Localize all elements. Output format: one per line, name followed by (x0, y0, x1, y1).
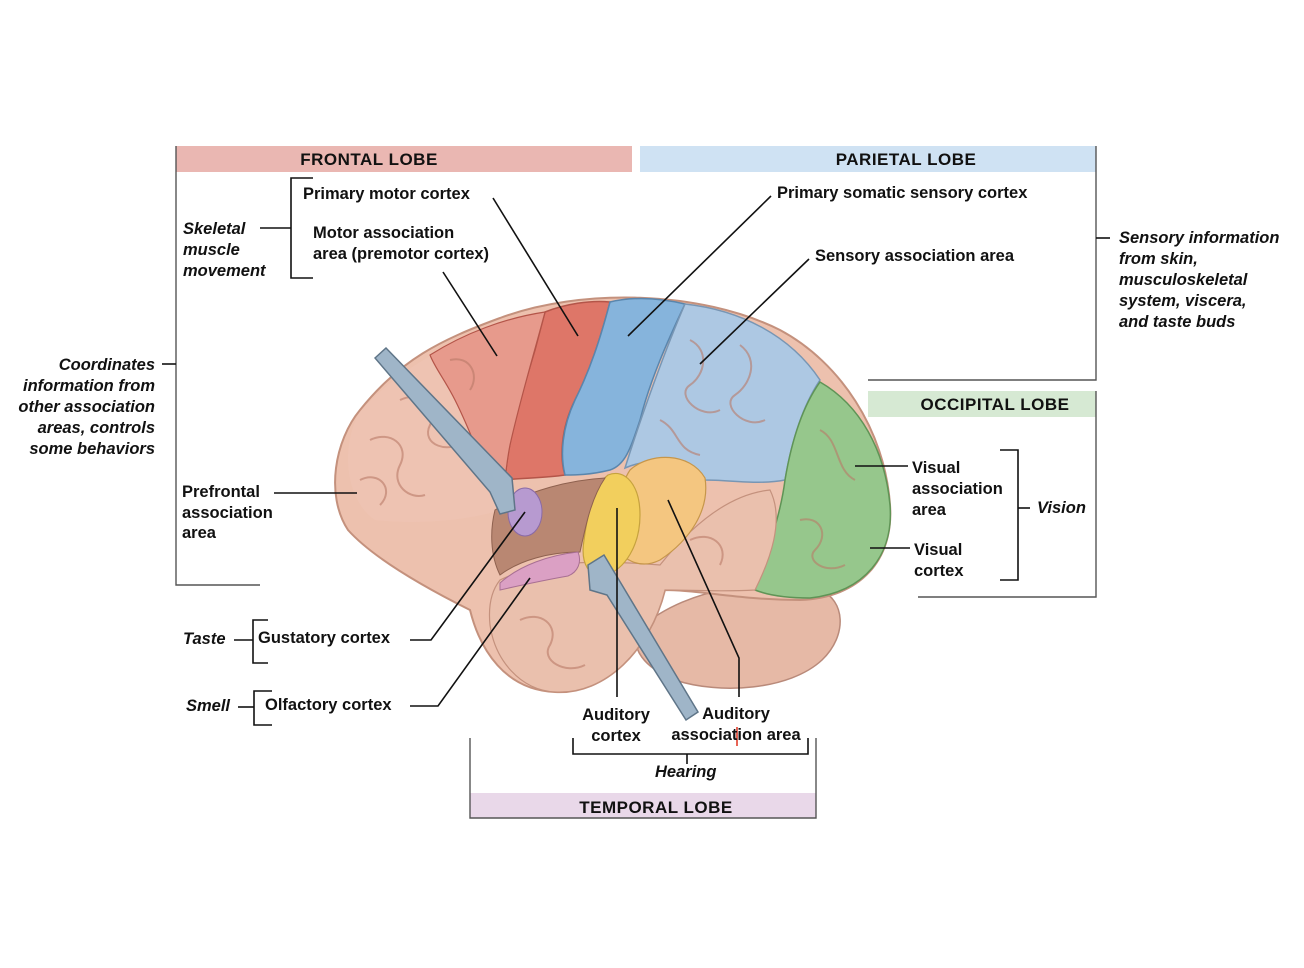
label-primary-motor-cortex: Primary motor cortex (303, 185, 470, 203)
parietal-lobe-title: PARIETAL LOBE (835, 150, 977, 169)
label-sensory-information: Sensory information from skin, musculosk… (1119, 229, 1280, 331)
label-sensory-association-area: Sensory association area (815, 247, 1015, 265)
sensory-association-region (623, 303, 821, 483)
leader-primary-motor (492, 197, 579, 337)
frontal-lobe-frame (175, 146, 260, 586)
leader-sensory-association (699, 258, 810, 365)
taste-bracket (252, 619, 268, 664)
label-skeletal-muscle-movement: Skeletal muscle movement (183, 220, 266, 280)
parietal-lobe-bar (640, 146, 1096, 172)
label-olfactory-cortex: Olfactory cortex (265, 696, 392, 714)
frontal-lobe-title: FRONTAL LOBE (300, 150, 438, 169)
temporal-lobe-bar (470, 793, 816, 818)
parietal-lobe-frame (868, 146, 1097, 381)
label-auditory-cortex: Auditory cortex (582, 706, 650, 745)
label-motor-association-area: Motor association area (premotor cortex) (313, 224, 490, 263)
probe-instrument-upper (373, 346, 516, 515)
label-visual-cortex: Visual cortex (914, 541, 964, 580)
label-hearing: Hearing (655, 763, 717, 781)
occipital-lobe-bar (868, 391, 1096, 417)
olfactory-region (499, 551, 581, 591)
occipital-lobe-frame (918, 391, 1097, 598)
temporal-region (488, 489, 777, 693)
label-gustatory-cortex: Gustatory cortex (258, 629, 391, 647)
label-auditory-association-area: Auditory association area (671, 705, 801, 744)
label-visual-association-area: Visual association area (912, 459, 1003, 519)
visual-region (754, 381, 892, 599)
leader-gustatory (410, 511, 526, 641)
leader-auditory-association (667, 499, 740, 697)
occipital-lobe-title: OCCIPITAL LOBE (920, 395, 1070, 414)
leader-olfactory (410, 577, 531, 707)
leader-premotor (442, 271, 498, 357)
temporal-lobe-frame (469, 738, 817, 819)
label-vision: Vision (1037, 499, 1086, 517)
vision-bracket (1000, 449, 1019, 581)
label-taste: Taste (183, 630, 226, 648)
motor-association-region (429, 311, 546, 513)
leader-primary-somatic (627, 195, 772, 337)
probe-instrument-lower (587, 553, 700, 722)
smell-bracket (253, 690, 272, 726)
hearing-bracket (572, 738, 809, 755)
label-primary-somatic-sensory-cortex: Primary somatic sensory cortex (777, 184, 1028, 202)
temporal-lobe-title: TEMPORAL LOBE (579, 798, 733, 817)
brain-illustration (334, 296, 892, 722)
frontal-lobe-bar (176, 146, 632, 172)
label-smell: Smell (186, 697, 231, 715)
label-coordinates-information: Coordinates information from other assoc… (18, 356, 155, 458)
label-prefrontal-association-area: Prefrontal association area (182, 483, 273, 542)
